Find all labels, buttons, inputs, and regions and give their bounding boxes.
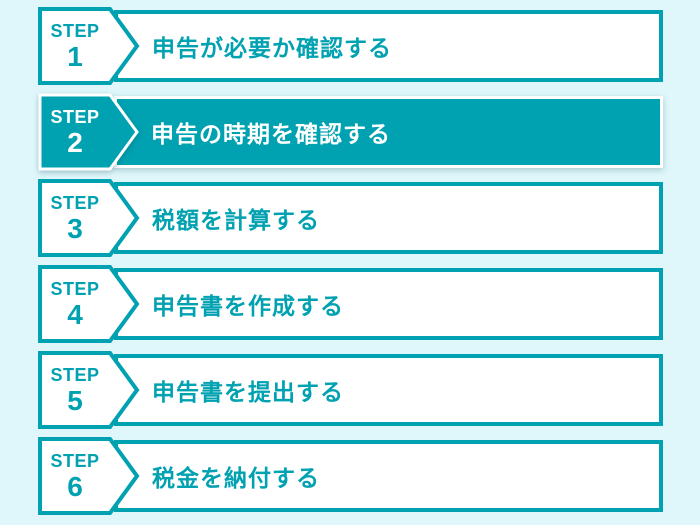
step-4-badge: STEP 4 bbox=[38, 265, 112, 343]
step-5-label: 申告書を提出する bbox=[152, 379, 344, 405]
step-4-label: 申告書を作成する bbox=[152, 293, 344, 319]
step-row-5: 申告書を提出する STEP 5 bbox=[38, 351, 663, 429]
step-3-chevron-icon: STEP 3 bbox=[38, 179, 140, 257]
step-6-word: STEP bbox=[50, 450, 100, 471]
step-6-chevron-icon: STEP 6 bbox=[38, 437, 140, 515]
step-4-number: 4 bbox=[67, 298, 83, 330]
step-1-label-box: 申告が必要か確認する bbox=[114, 10, 663, 82]
step-row-4: 申告書を作成する STEP 4 bbox=[38, 265, 663, 343]
step-5-label-box: 申告書を提出する bbox=[114, 354, 663, 426]
step-2-chevron-icon: STEP 2 bbox=[38, 93, 140, 171]
step-row-2: 申告の時期を確認する STEP 2 bbox=[38, 93, 663, 171]
step-3-badge: STEP 3 bbox=[38, 179, 112, 257]
step-2-label: 申告の時期を確認する bbox=[151, 121, 391, 147]
step-1-number: 1 bbox=[67, 40, 83, 72]
step-2-number: 2 bbox=[67, 126, 83, 158]
step-6-label-box: 税金を納付する bbox=[114, 440, 663, 512]
step-3-label: 税額を計算する bbox=[152, 207, 320, 233]
step-row-1: 申告が必要か確認する STEP 1 bbox=[38, 7, 663, 85]
step-4-word: STEP bbox=[50, 278, 100, 299]
step-1-badge: STEP 1 bbox=[38, 7, 112, 85]
step-5-word: STEP bbox=[50, 364, 100, 385]
step-row-6: 税金を納付する STEP 6 bbox=[38, 437, 663, 515]
step-1-word: STEP bbox=[50, 20, 100, 41]
step-1-chevron-icon: STEP 1 bbox=[38, 7, 140, 85]
step-4-label-box: 申告書を作成する bbox=[114, 268, 663, 340]
step-3-label-box: 税額を計算する bbox=[114, 182, 663, 254]
step-2-word: STEP bbox=[50, 106, 100, 127]
step-4-chevron-icon: STEP 4 bbox=[38, 265, 140, 343]
step-3-number: 3 bbox=[67, 212, 83, 244]
step-5-badge: STEP 5 bbox=[38, 351, 112, 429]
step-5-chevron-icon: STEP 5 bbox=[38, 351, 140, 429]
step-2-label-box: 申告の時期を確認する bbox=[114, 96, 663, 168]
step-1-label: 申告が必要か確認する bbox=[152, 35, 392, 61]
step-3-word: STEP bbox=[50, 192, 100, 213]
step-6-badge: STEP 6 bbox=[38, 437, 112, 515]
step-5-number: 5 bbox=[67, 384, 83, 416]
step-6-number: 6 bbox=[67, 470, 83, 502]
step-6-label: 税金を納付する bbox=[152, 465, 320, 491]
step-2-badge: STEP 2 bbox=[38, 93, 112, 171]
step-row-3: 税額を計算する STEP 3 bbox=[38, 179, 663, 257]
